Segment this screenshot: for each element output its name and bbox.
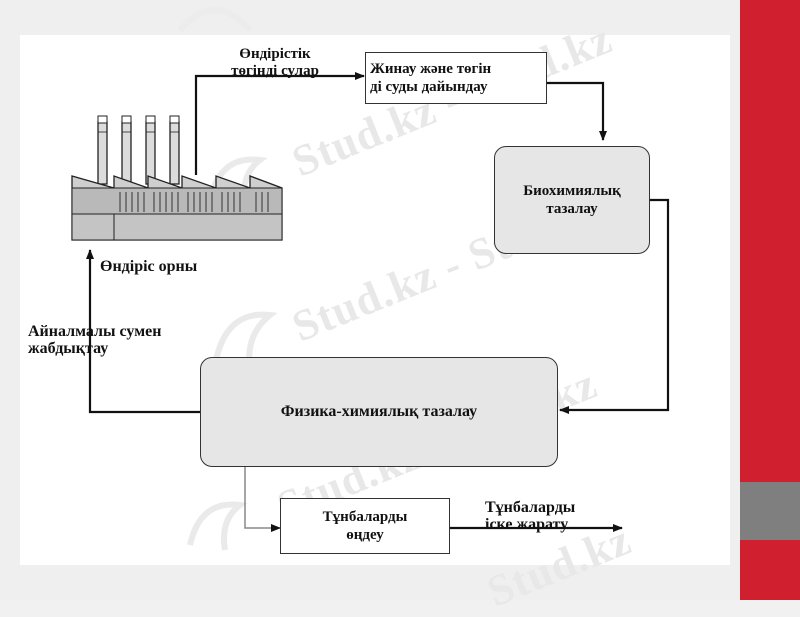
box-collection-line2: ді суды дайындау bbox=[370, 79, 488, 95]
box-biochemical-line2: тазалау bbox=[546, 201, 598, 217]
box-sludge-treatment: Тұнбаларды өңдеу bbox=[280, 498, 450, 554]
box-biochemical-line1: Биохимиялық bbox=[523, 183, 621, 199]
box-sludge-treatment-line1: Тұнбаларды bbox=[322, 509, 408, 525]
label-recycle-line2: жабдықтау bbox=[28, 340, 109, 357]
box-collection-line1: Жинау және төгін bbox=[370, 61, 492, 77]
watermark-logo-icon bbox=[177, 7, 253, 33]
label-sludge-disposal: Тұнбаларды іске жарату bbox=[485, 499, 575, 533]
box-biochemical: Биохимиялық тазалау bbox=[494, 146, 650, 254]
factory-icon bbox=[71, 115, 283, 241]
label-sludge-disposal-line2: іске жарату bbox=[485, 516, 569, 533]
diagram-panel bbox=[20, 35, 730, 565]
box-collection: Жинау және төгін ді суды дайындау bbox=[365, 52, 547, 104]
label-recycle: Айналмалы сумен жабдықтау bbox=[28, 323, 161, 357]
label-factory: Өндіріс орны bbox=[100, 258, 198, 275]
box-sludge-treatment-line2: өңдеу bbox=[346, 527, 384, 543]
gray-side-block bbox=[740, 482, 800, 540]
watermark-logo-icon bbox=[187, 501, 248, 551]
watermark-logo-icon bbox=[212, 311, 278, 371]
flow-arrows bbox=[86, 72, 670, 532]
arrow-physchem-to-sludge bbox=[244, 466, 281, 532]
arrow-physchem-to-factory bbox=[86, 249, 200, 414]
label-recycle-line1: Айналмалы сумен bbox=[28, 323, 162, 340]
label-wastewater-line2: төгінді сулар bbox=[231, 63, 319, 79]
arrow-collection-to-biochemical bbox=[545, 81, 607, 141]
arrow-factory-to-collection bbox=[194, 72, 365, 175]
box-physchem: Физика-химиялық тазалау bbox=[200, 357, 558, 467]
label-wastewater-line1: Өндірістік bbox=[239, 46, 311, 62]
label-wastewater: Өндірістік төгінді сулар bbox=[205, 46, 345, 80]
label-sludge-disposal-line1: Тұнбаларды bbox=[485, 499, 576, 516]
arrow-biochemical-to-physchem bbox=[559, 198, 670, 414]
